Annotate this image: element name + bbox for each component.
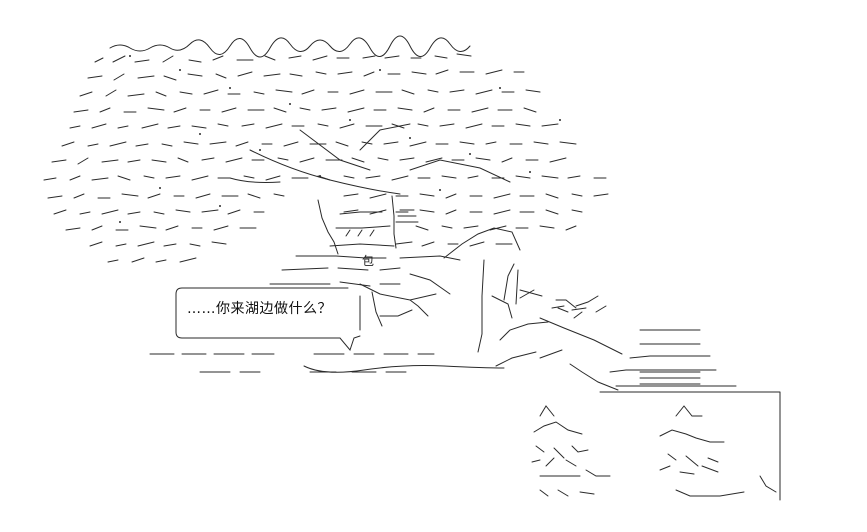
tree-trunk — [269, 195, 461, 295]
right-grass — [503, 263, 599, 309]
speech-bubble-frame — [175, 287, 361, 352]
speech-bubble-text: ……你来湖边做什么？ — [187, 301, 332, 317]
lower-figure-sketch — [531, 405, 777, 497]
tree-roots — [149, 283, 505, 373]
tree-canopy — [43, 35, 609, 263]
trunk-mark: 包 — [362, 254, 375, 268]
character-figure — [443, 227, 781, 501]
